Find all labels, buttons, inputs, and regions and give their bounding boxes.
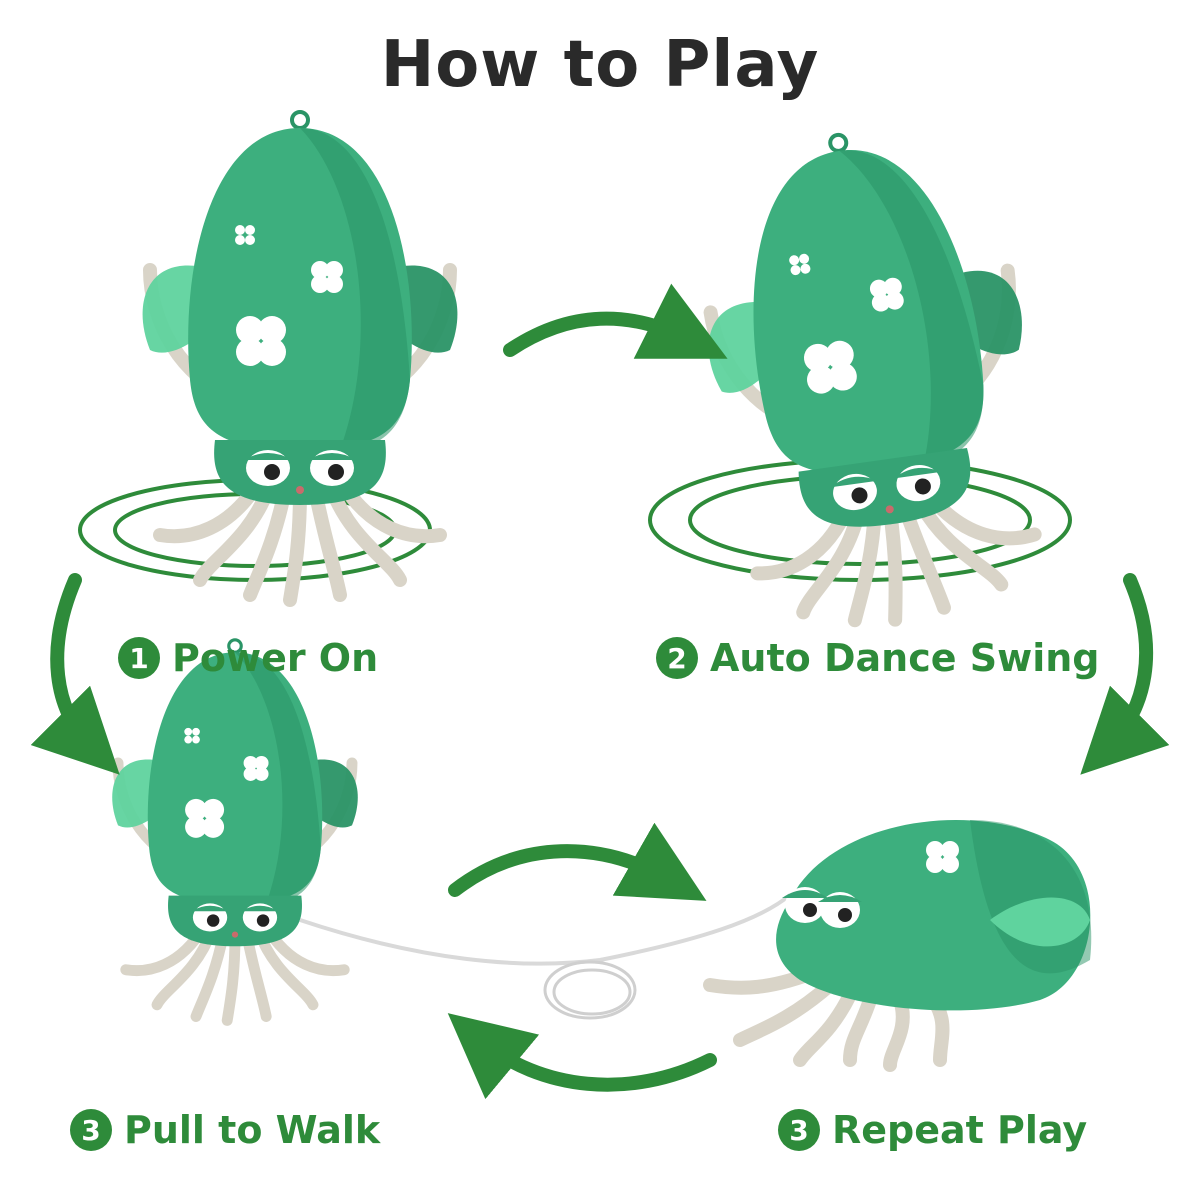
- step-number-badge: 2: [656, 637, 698, 679]
- step-number-badge: 3: [778, 1109, 820, 1151]
- step-repeat-play: 3 Repeat Play: [778, 1108, 1087, 1152]
- step-power-on: 1 Power On: [118, 636, 378, 680]
- squid-toy-icon: [703, 806, 1092, 1072]
- squid-toy-icon: [112, 640, 358, 1021]
- curved-arrow-icon: [30, 283, 1170, 1100]
- squid-toy-icon: [681, 113, 1061, 640]
- step-number-badge: 1: [118, 637, 160, 679]
- step-number-badge: 3: [70, 1109, 112, 1151]
- step-label: Pull to Walk: [124, 1108, 381, 1152]
- step-label: Auto Dance Swing: [710, 636, 1100, 680]
- step-label: Power On: [172, 636, 379, 680]
- pull-string: [299, 893, 792, 966]
- step-label: Repeat Play: [832, 1108, 1088, 1152]
- step-pull-to-walk: 3 Pull to Walk: [70, 1108, 380, 1152]
- pull-ring: [543, 960, 637, 1020]
- squid-toy-icon: [143, 112, 458, 600]
- page-title: How to Play: [380, 28, 820, 102]
- step-auto-dance-swing: 2 Auto Dance Swing: [656, 636, 1099, 680]
